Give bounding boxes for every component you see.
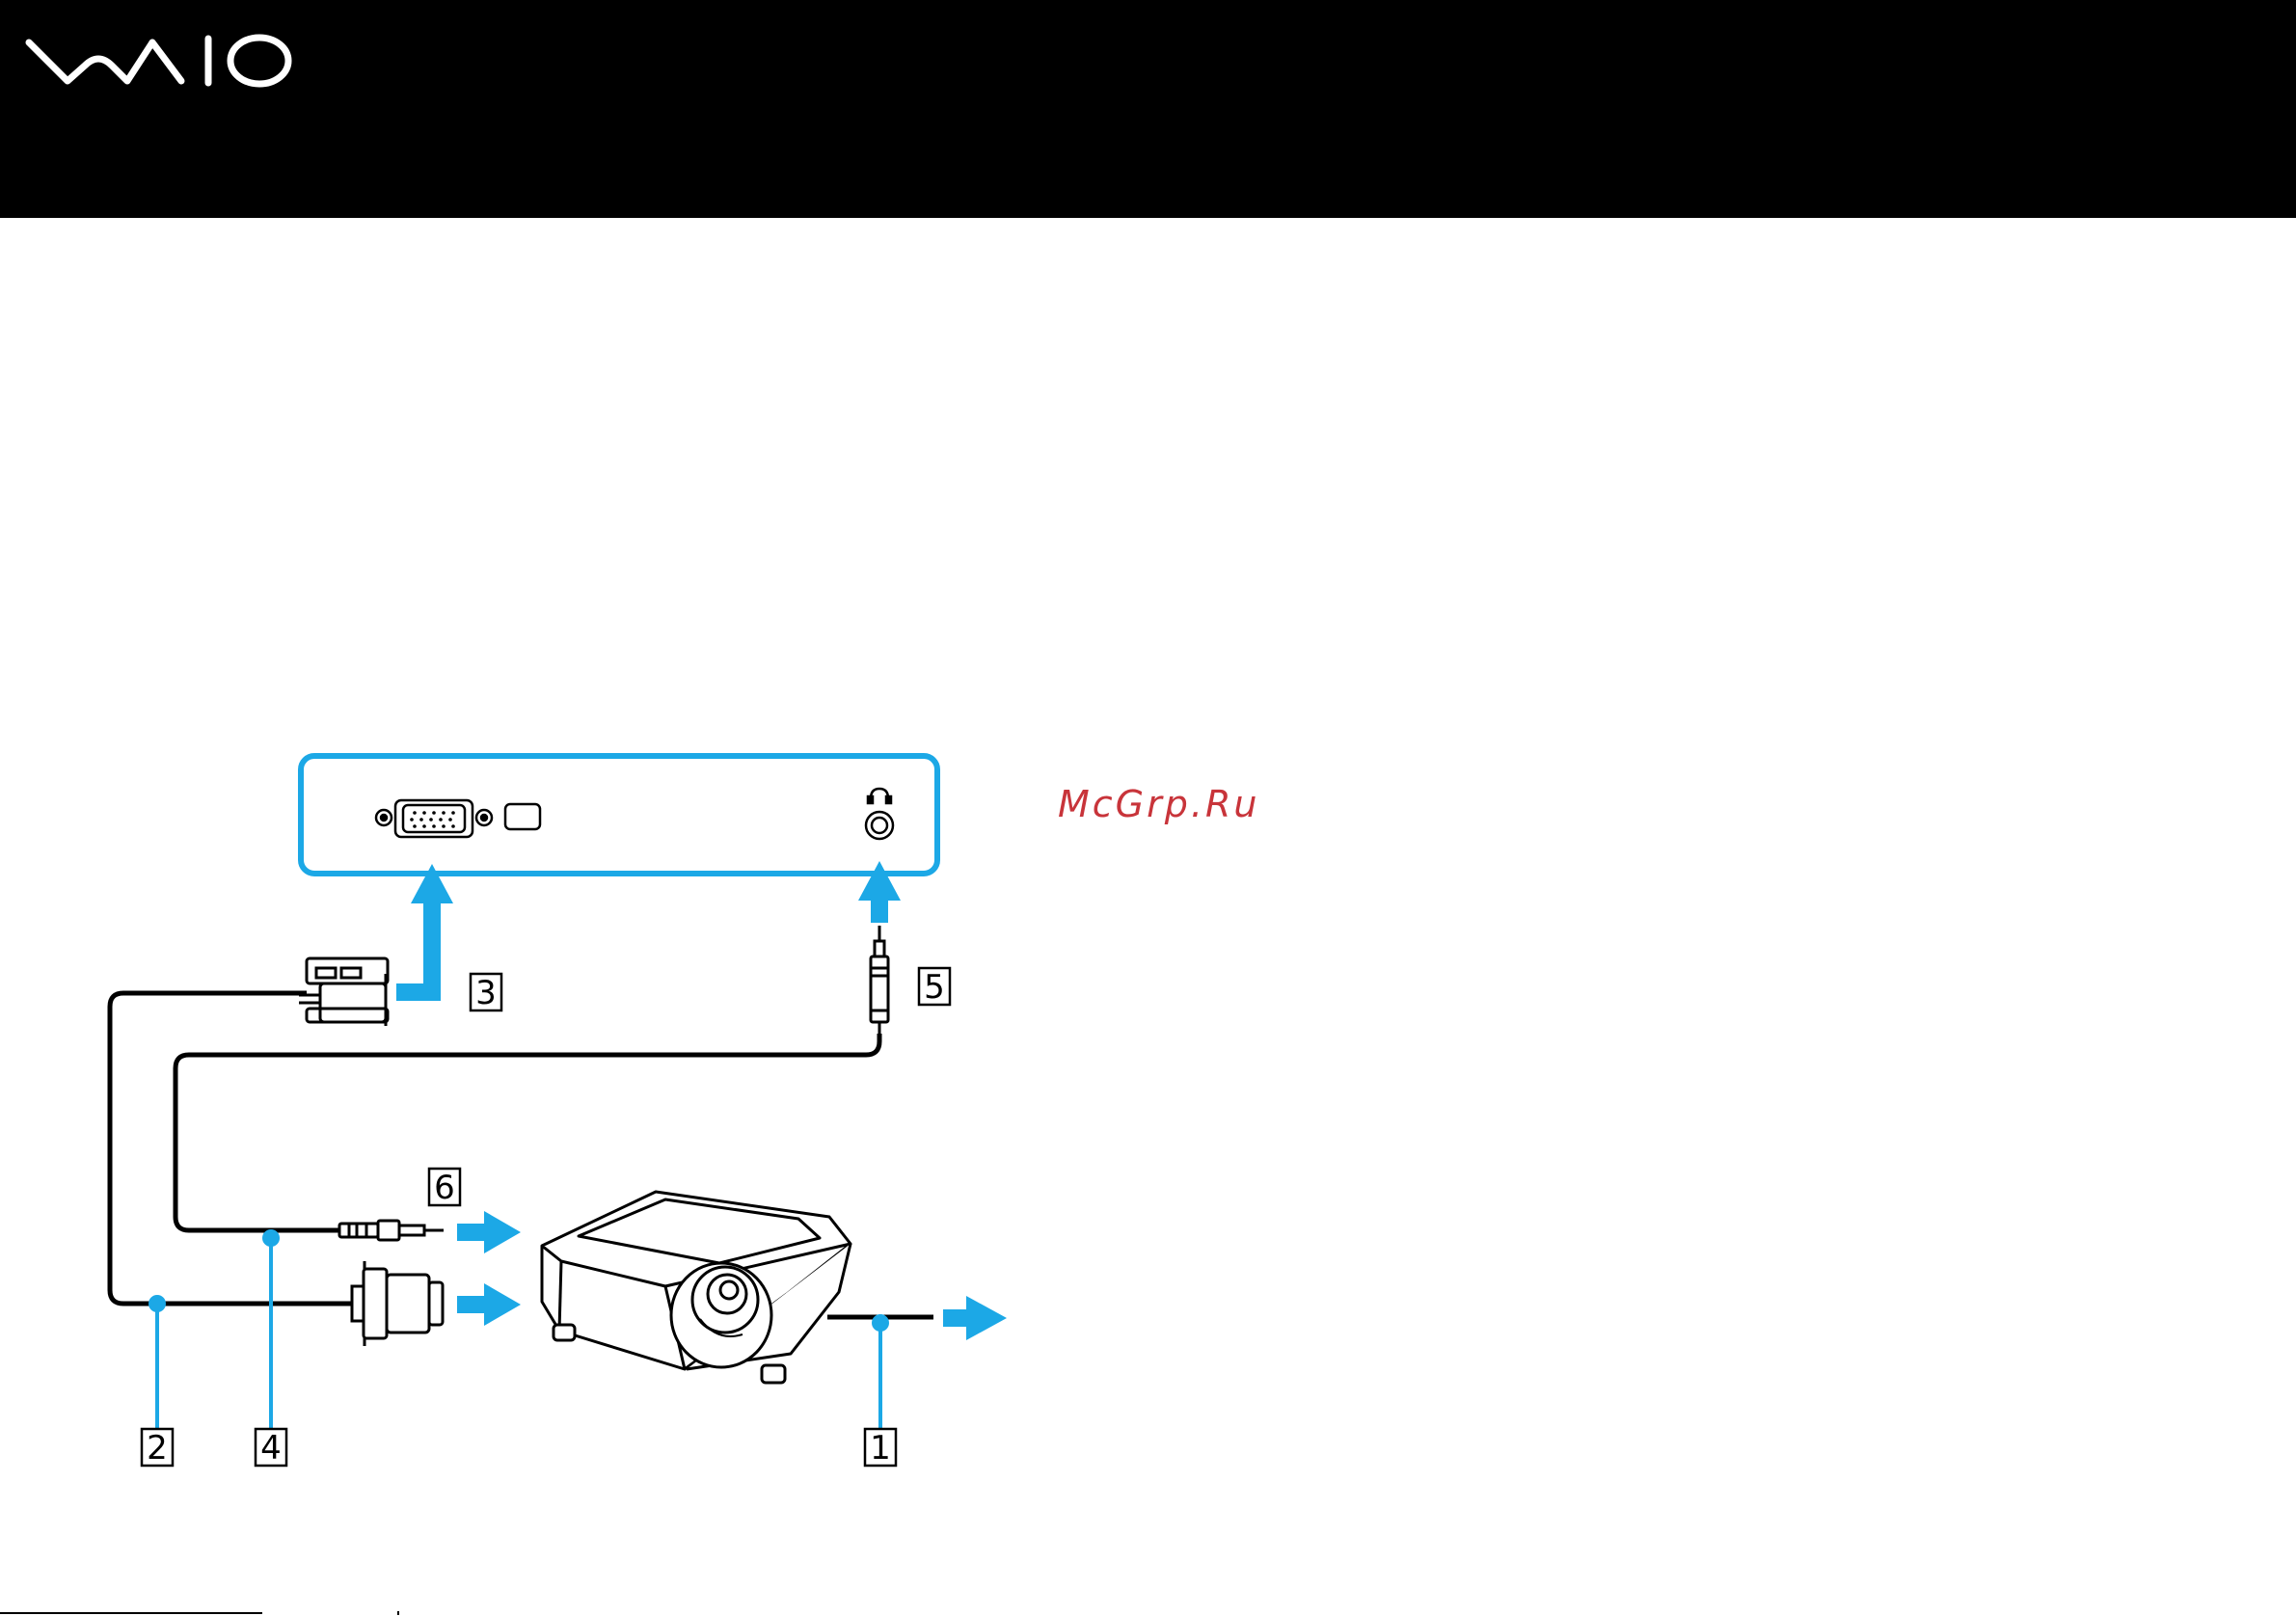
svg-text:4: 4: [260, 1429, 282, 1468]
audio-plug-icon: [871, 926, 888, 1034]
callout-5: 5: [919, 968, 950, 1007]
svg-text:5: 5: [924, 968, 945, 1007]
arrow-icon: [396, 864, 453, 1001]
arrow-icon: [858, 861, 901, 923]
callout-2: 2: [142, 1429, 173, 1468]
vga-port-icon: [376, 800, 540, 837]
audio-plug-icon: [339, 1221, 444, 1240]
vga-cable: [110, 993, 352, 1304]
svg-text:1: 1: [870, 1429, 891, 1468]
projector-icon: [542, 1192, 851, 1383]
audio-cable: [176, 1034, 879, 1230]
svg-text:2: 2: [147, 1429, 168, 1468]
headphone-jack-icon: [866, 789, 893, 839]
arrow-icon: [457, 1211, 521, 1253]
svg-text:3: 3: [475, 974, 497, 1012]
footer-tick: [397, 1611, 399, 1615]
vga-connector-icon: [352, 1261, 443, 1346]
callout-6: 6: [429, 1169, 460, 1207]
arrow-icon: [457, 1283, 521, 1326]
arrow-icon: [943, 1296, 1007, 1340]
callout-3: 3: [471, 974, 501, 1012]
footer-rule: [0, 1612, 262, 1614]
callout-4: 4: [256, 1429, 286, 1468]
callout-1: 1: [865, 1429, 896, 1468]
svg-text:6: 6: [434, 1169, 455, 1207]
watermark-text: McGrp.Ru: [1058, 783, 1259, 825]
vga-connector-icon: [299, 958, 388, 1026]
